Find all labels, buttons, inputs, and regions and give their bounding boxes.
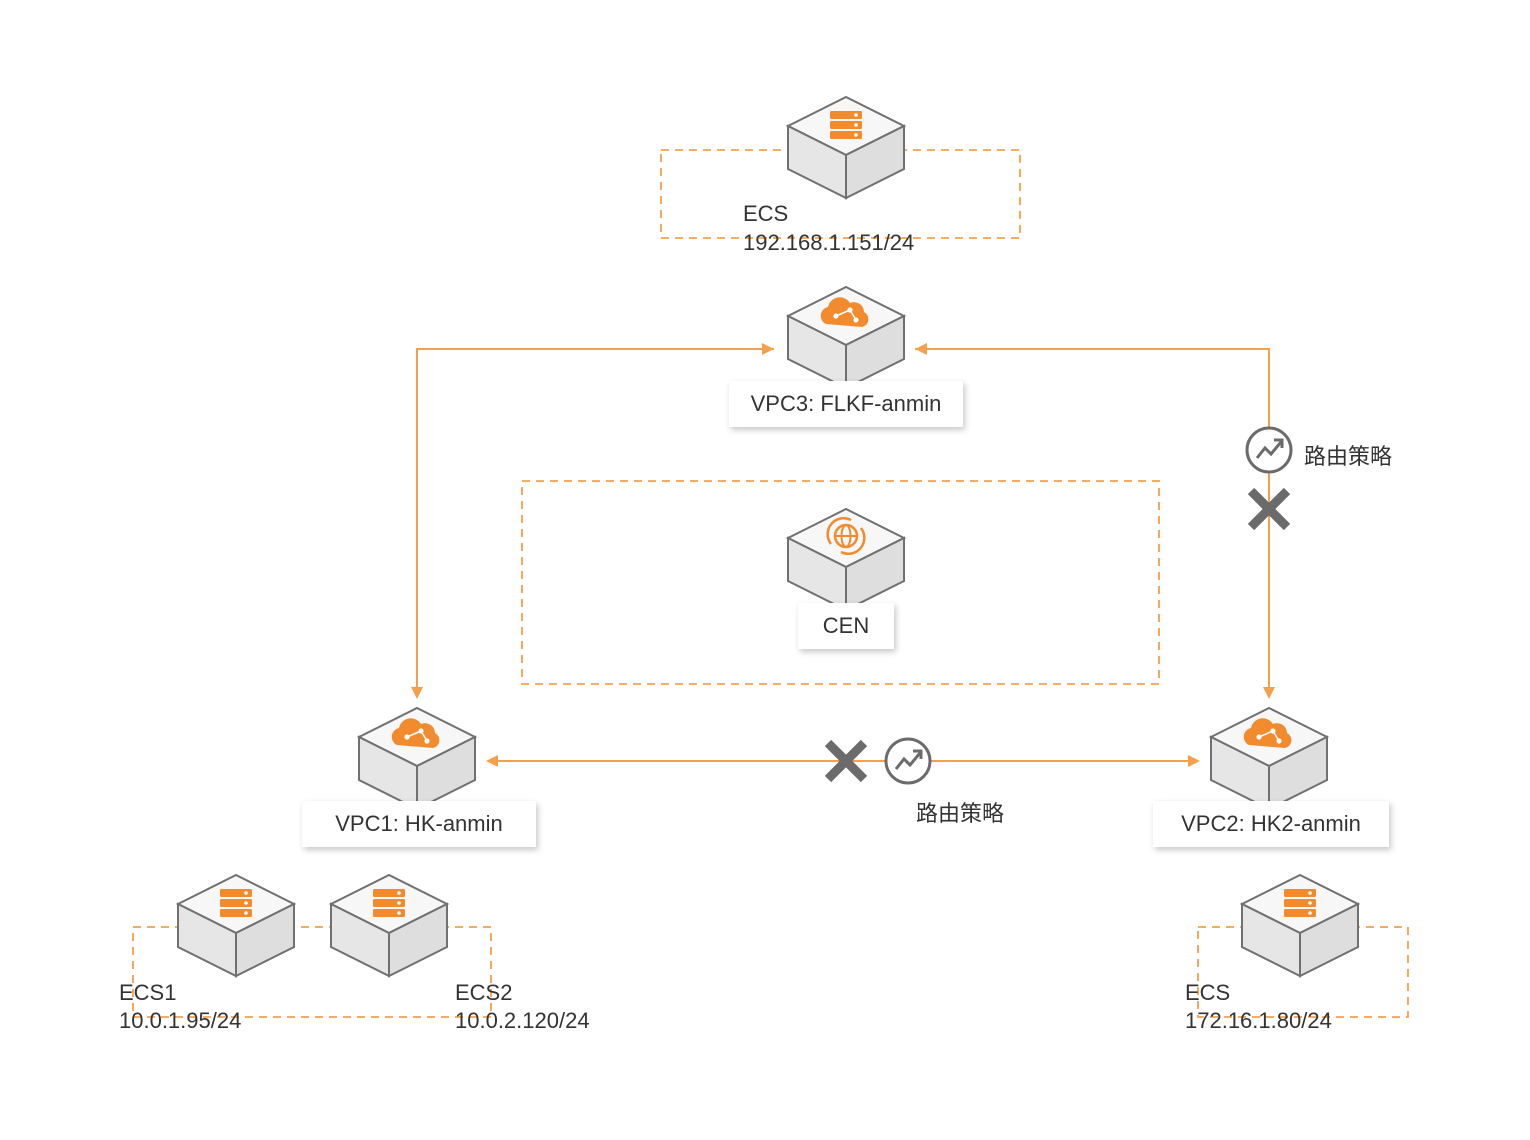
server-stack-icon (830, 111, 862, 139)
policy-icon-bottom (884, 737, 932, 785)
cen-node (787, 508, 905, 611)
arrow-head-vpc3-left (762, 343, 774, 355)
vpc2-node (1210, 707, 1328, 810)
ecs-right-ip: 172.16.1.80/24 (1185, 1008, 1332, 1033)
server-stack-icon (373, 889, 405, 917)
trend-arrow-circle-icon (1245, 426, 1293, 474)
link-vpc3-vpc1 (411, 348, 774, 699)
vpc2-label: VPC2: HK2-anmin (1153, 801, 1389, 847)
link-vpc3-vpc2 (915, 348, 1275, 699)
ecs2-name: ECS2 (455, 980, 513, 1005)
ecs-right-name: ECS (1185, 980, 1231, 1005)
ecs1-ip: 10.0.1.95/24 (119, 1008, 242, 1033)
trend-arrow-circle-icon (884, 737, 932, 785)
arrow-head-vpc1 (486, 755, 498, 767)
policy-label-bottom: 路由策略 (916, 801, 1005, 826)
server-stack-icon (1284, 889, 1316, 917)
ecs-top-name: ECS (743, 201, 789, 226)
vpc1-label: VPC1: HK-anmin (302, 801, 536, 847)
ecs-top-ip: 192.168.1.151/24 (743, 230, 915, 255)
policy-icon-right (1245, 426, 1293, 474)
vpc3-label: VPC3: FLKF-anmin (729, 381, 963, 427)
server-stack-icon (220, 889, 252, 917)
vpc3-node (787, 286, 905, 389)
policy-label-right: 路由策略 (1304, 444, 1393, 469)
ecs1-node (177, 874, 295, 977)
ecs-right-node (1241, 874, 1359, 977)
ecs1-name: ECS1 (119, 980, 177, 1005)
ecs2-node (330, 874, 448, 977)
vpc1-node (358, 707, 476, 810)
ecs-top-node (787, 96, 905, 199)
arrow-head-vpc3-right (915, 343, 927, 355)
cen-label: CEN (798, 603, 894, 649)
ecs2-ip: 10.0.2.120/24 (455, 1008, 590, 1033)
